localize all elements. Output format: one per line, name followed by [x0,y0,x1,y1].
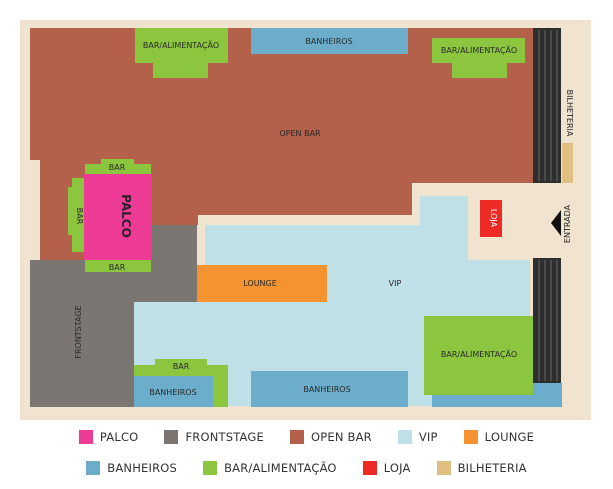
banheiros-top[interactable] [251,28,408,54]
legend-swatch-banheiros [86,461,101,475]
legend-label-bar-alimentacao: BAR/ALIMENTAÇÃO [224,461,337,475]
gate-top [533,28,561,183]
bar-left-palco-label: BAR [75,208,84,225]
legend-item-lounge: LOUNGE [463,430,535,444]
legend-item-frontstage: FRONTSTAGE [164,430,264,444]
banheiros-bottom-left-label: BANHEIROS [149,388,196,397]
open-bar-area[interactable] [30,28,533,260]
frontstage-label: FRONTSTAGE [74,305,83,358]
legend-swatch-vip [397,430,412,444]
legend-label-frontstage: FRONTSTAGE [185,430,264,444]
legend-item-open-bar: OPEN BAR [290,430,372,444]
legend-swatch-frontstage [164,430,179,444]
bar-alimentacao-top-left-base[interactable] [153,55,208,78]
palco-label: PALCO [119,194,133,238]
legend-label-open-bar: OPEN BAR [311,430,372,444]
palco-stage[interactable] [84,174,151,260]
legend-row-1: PALCO FRONTSTAGE OPEN BAR VIP LOUNGE [0,430,613,444]
banheiros-bottom-center[interactable] [251,371,408,407]
entrada-label: ENTRADA [563,204,572,243]
bar-alimentacao-right[interactable] [424,316,533,395]
venue-map: OPEN BAR VIP FRONTSTAGE BAR BAR BAR PALC… [20,20,591,420]
legend-label-loja: LOJA [383,461,411,475]
legend-swatch-loja [362,461,377,475]
vip-label: VIP [389,279,402,288]
bar-alimentacao-top-left-label: BAR/ALIMENTAÇÃO [143,40,219,50]
bar-top-palco-base[interactable] [85,164,151,174]
gate-bottom [533,258,561,383]
legend-item-banheiros: BANHEIROS [86,461,177,475]
bar-bottom-palco-label: BAR [109,263,126,272]
legend-row-2: BANHEIROS BAR/ALIMENTAÇÃO LOJA BILHETERI… [0,461,613,475]
bilheteria-booth[interactable] [562,143,573,183]
bar-alimentacao-right-label: BAR/ALIMENTAÇÃO [441,349,517,359]
entrance-arrow-icon [551,210,561,236]
bar-top-palco-label: BAR [109,163,126,172]
lounge-label: LOUNGE [243,279,277,288]
bar-alimentacao-top-right-base[interactable] [452,55,507,78]
bar-left-palco-base[interactable] [72,178,84,252]
legend-label-palco: PALCO [99,430,139,444]
legend-item-palco: PALCO [78,430,139,444]
bilheteria-label: BILHETERIA [565,90,574,137]
loja-label: LOJA [489,209,498,228]
bar-alimentacao-top-right-label: BAR/ALIMENTAÇÃO [441,45,517,55]
legend-label-bilheteria: BILHETERIA [457,461,527,475]
bar-bottom-left-label: BAR [173,362,190,371]
legend-swatch-palco [78,430,93,444]
legend-swatch-lounge [463,430,478,444]
loja-store[interactable] [480,200,502,237]
open-bar-label: OPEN BAR [279,129,321,138]
legend-label-banheiros: BANHEIROS [107,461,178,475]
legend-swatch-bar-alimentacao [203,461,218,475]
legend-item-loja: LOJA [362,461,411,475]
legend-label-vip: VIP [418,430,438,444]
legend-item-bar-alimentacao: BAR/ALIMENTAÇÃO [203,461,337,475]
legend-item-vip: VIP [397,430,438,444]
legend-label-lounge: LOUNGE [484,430,535,444]
lounge-area[interactable] [197,265,327,302]
banheiros-top-label: BANHEIROS [305,37,352,46]
legend-swatch-bilheteria [436,461,451,475]
legend-swatch-open-bar [290,430,304,444]
bar-bottom-left-top[interactable] [155,359,207,369]
banheiros-bottom-center-label: BANHEIROS [303,385,350,394]
frontstage-area[interactable] [30,225,197,407]
legend-item-bilheteria: BILHETERIA [436,461,527,475]
banheiros-bottom-left[interactable] [134,376,213,407]
